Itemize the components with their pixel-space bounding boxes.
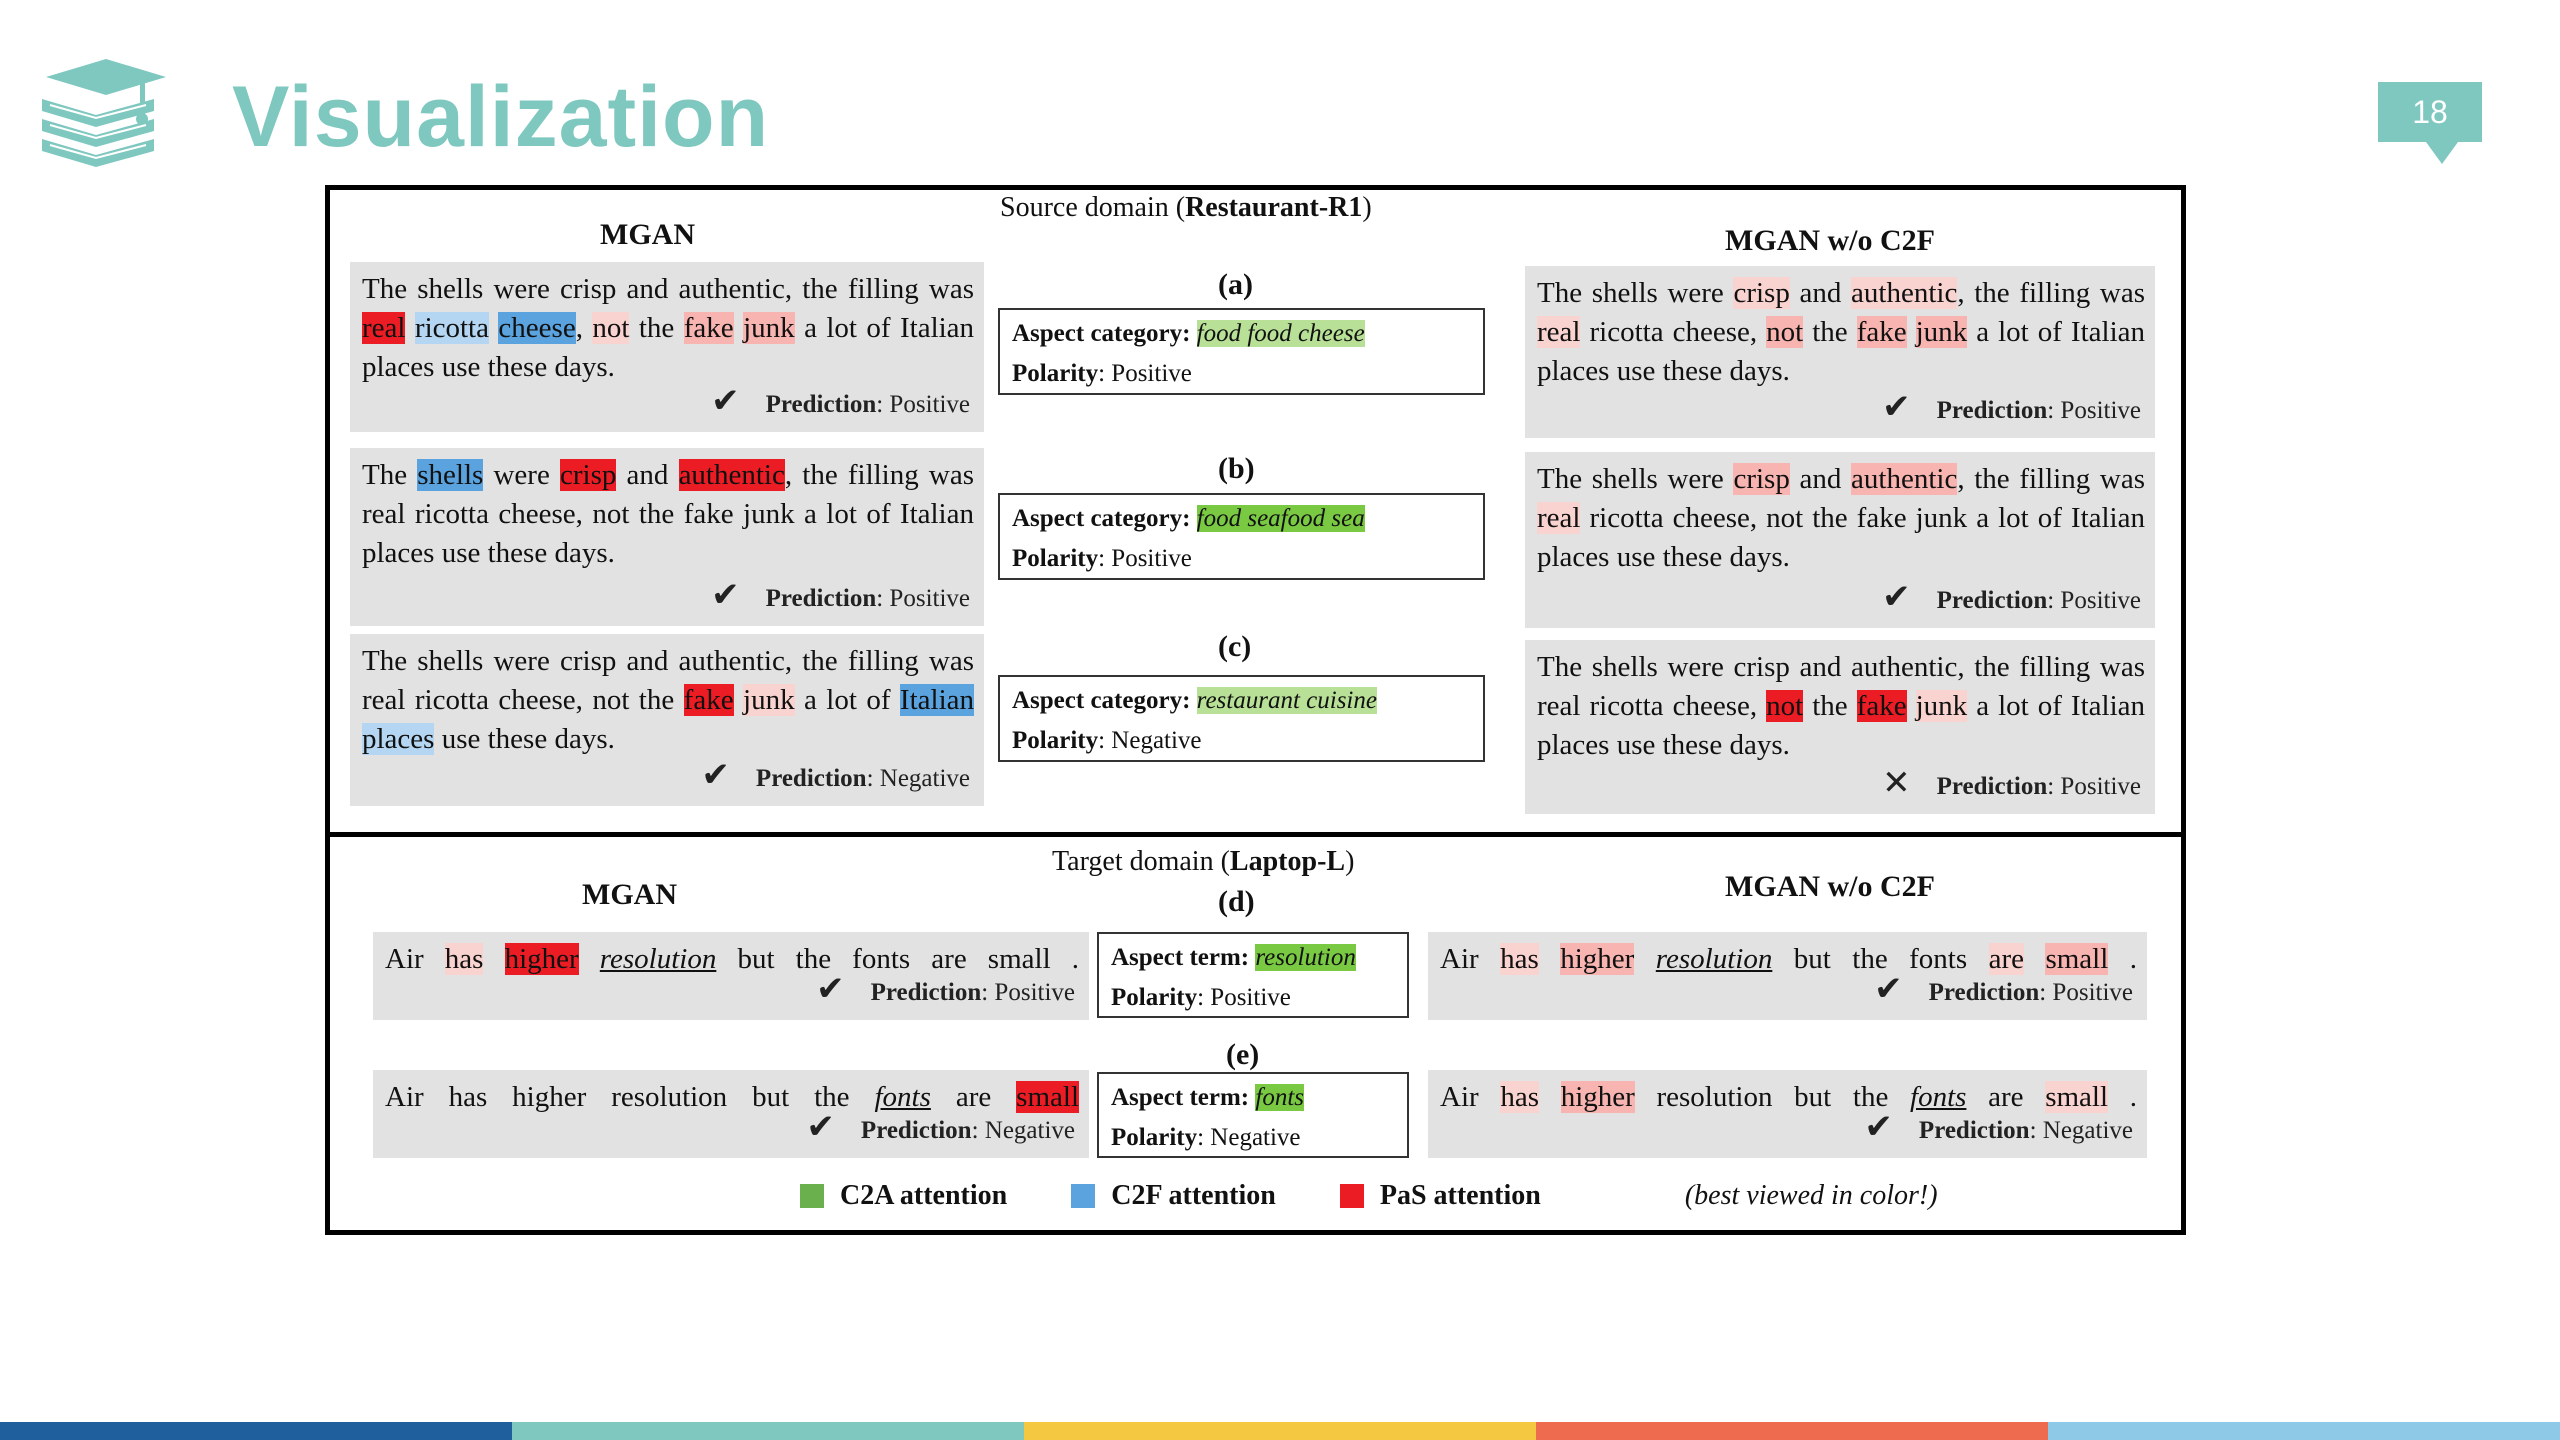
- mgan-sentence-e: Air has higher resolution but the fonts …: [373, 1070, 1089, 1158]
- aspect-value-d: resolution: [1255, 944, 1356, 971]
- left-column-title: MGAN: [600, 218, 695, 251]
- label-a: (a): [1218, 268, 1253, 301]
- label-b: (b): [1218, 452, 1255, 485]
- right-column-title-target: MGAN w/o C2F: [1725, 870, 1935, 903]
- mgan-sentence-c: The shells were crisp and authentic, the…: [350, 634, 984, 806]
- aspect-box-b: Aspect category: food seafood sea Polari…: [998, 493, 1485, 580]
- prediction-a-left: ✔Prediction: Positive: [711, 381, 970, 421]
- attention-legend: C2A attention C2F attention PaS attentio…: [800, 1180, 1938, 1212]
- mgan-sentence-b: The shells were crisp and authentic, the…: [350, 448, 984, 626]
- left-column-title-target: MGAN: [582, 878, 677, 911]
- slide-header: Visualization: [36, 52, 769, 182]
- legend-note: (best viewed in color!): [1684, 1180, 1938, 1211]
- graduation-books-icon: [42, 59, 166, 167]
- wo-c2f-sentence-e: Air has higher resolution but the fonts …: [1428, 1070, 2147, 1158]
- prediction-c-right: ✕Prediction: Positive: [1882, 763, 2141, 803]
- bottom-color-bar: [0, 1422, 2560, 1440]
- page-number-badge: 18: [2378, 82, 2482, 164]
- aspect-box-c: Aspect category: restaurant cuisine Pola…: [998, 675, 1485, 762]
- prediction-b-left: ✔Prediction: Positive: [711, 575, 970, 615]
- domain-divider: [330, 832, 2181, 837]
- source-domain-label: Source domain (Restaurant-R1): [1000, 192, 1372, 223]
- wo-c2f-sentence-a: The shells were crisp and authentic, the…: [1525, 266, 2155, 438]
- aspect-value-a: food food cheese: [1196, 320, 1365, 347]
- wo-c2f-sentence-b: The shells were crisp and authentic, the…: [1525, 452, 2155, 628]
- aspect-value-c: restaurant cuisine: [1196, 687, 1377, 714]
- legend-pas: PaS attention: [1339, 1180, 1541, 1212]
- legend-c2f: C2F attention: [1071, 1180, 1276, 1212]
- prediction-d-right: ✔Prediction: Positive: [1874, 969, 2133, 1009]
- aspect-box-a: Aspect category: food food cheese Polari…: [998, 308, 1485, 395]
- prediction-e-right: ✔Prediction: Negative: [1864, 1107, 2133, 1147]
- target-domain-label: Target domain (Laptop-L): [1052, 846, 1355, 877]
- prediction-d-left: ✔Prediction: Positive: [816, 969, 1075, 1009]
- aspect-box-e: Aspect term: fonts Polarity: Negative: [1097, 1072, 1409, 1158]
- prediction-c-left: ✔Prediction: Negative: [701, 755, 970, 795]
- mgan-sentence-d: Air has higher resolution but the fonts …: [373, 932, 1089, 1020]
- aspect-value-e: fonts: [1255, 1084, 1304, 1111]
- page-number: 18: [2412, 93, 2448, 130]
- mgan-sentence-a: The shells were crisp and authentic, the…: [350, 262, 984, 432]
- wo-c2f-sentence-d: Air has higher resolution but the fonts …: [1428, 932, 2147, 1020]
- slide-title: Visualization: [232, 68, 770, 165]
- label-e: (e): [1226, 1038, 1260, 1071]
- prediction-e-left: ✔Prediction: Negative: [806, 1107, 1075, 1147]
- wo-c2f-sentence-c: The shells were crisp and authentic, the…: [1525, 640, 2155, 814]
- aspect-box-d: Aspect term: resolution Polarity: Positi…: [1097, 932, 1409, 1018]
- legend-c2a: C2A attention: [800, 1180, 1007, 1212]
- label-d: (d): [1218, 885, 1255, 918]
- aspect-value-b: food seafood sea: [1196, 505, 1365, 532]
- cross-icon: ✕: [1882, 763, 1911, 803]
- prediction-b-right: ✔Prediction: Positive: [1882, 577, 2141, 617]
- attention-visualization-figure: Source domain (Restaurant-R1) MGAN MGAN …: [325, 185, 2186, 1235]
- right-column-title: MGAN w/o C2F: [1725, 224, 1935, 257]
- prediction-a-right: ✔Prediction: Positive: [1882, 387, 2141, 427]
- label-c: (c): [1218, 630, 1252, 663]
